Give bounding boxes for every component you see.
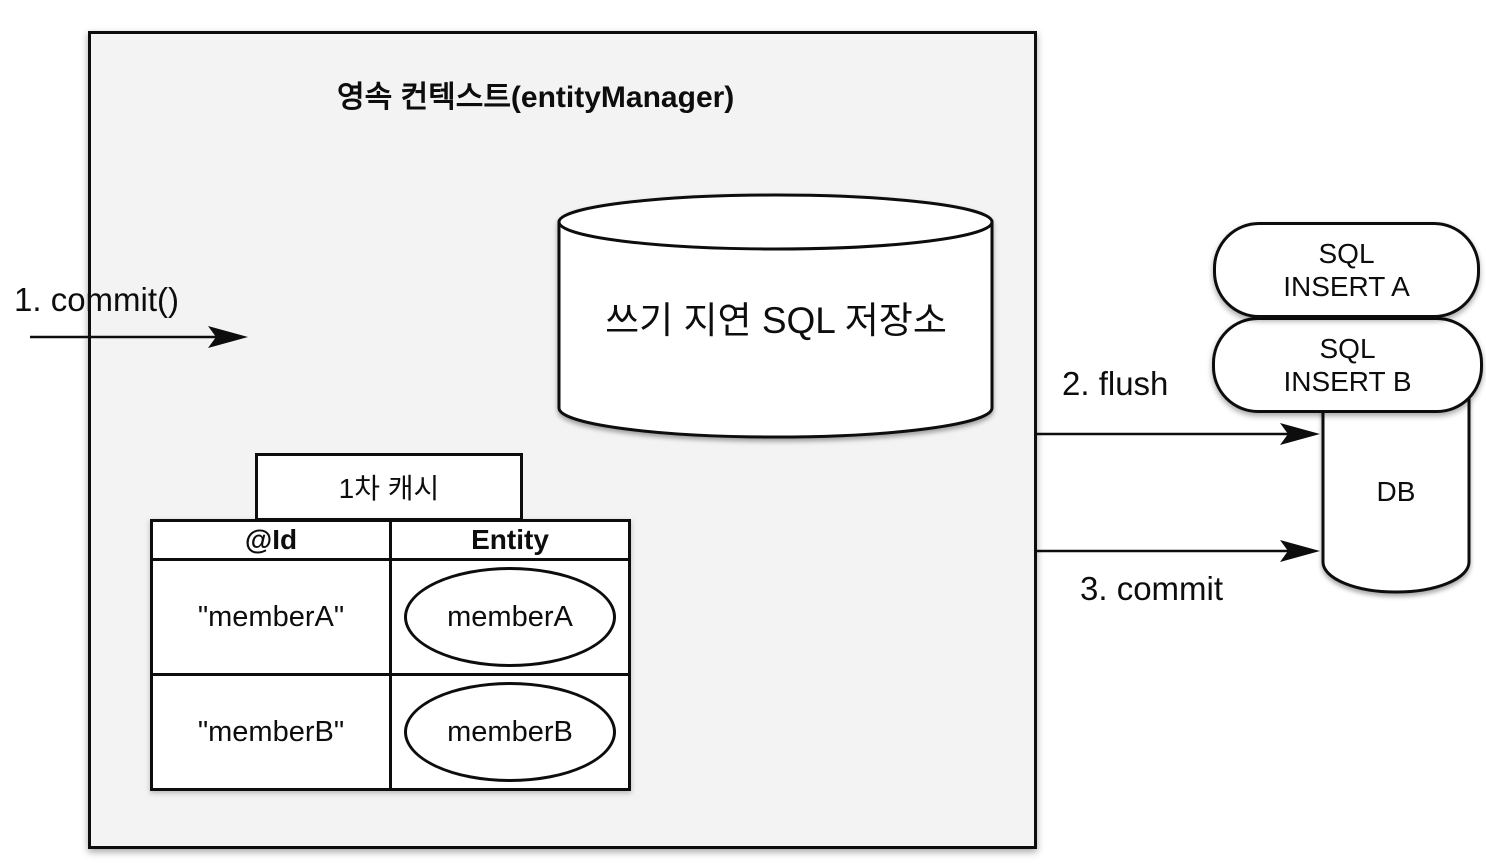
sql-insert-a-line2: INSERT A bbox=[1283, 271, 1410, 302]
flush-arrow bbox=[1037, 423, 1320, 445]
write-behind-store-cylinder bbox=[557, 193, 994, 439]
table-row: "memberA" memberA bbox=[150, 558, 631, 676]
first-level-cache-table: @Id Entity "memberA" memberA "memberB" m… bbox=[150, 519, 631, 791]
entity-cell: memberB bbox=[389, 673, 631, 791]
commit-in-label: 1. commit() bbox=[14, 281, 179, 318]
persistence-context-title: 영속 컨텍스트(entityManager) bbox=[337, 81, 735, 114]
entity-ellipse: memberA bbox=[404, 567, 616, 667]
entity-ellipse: memberB bbox=[404, 682, 616, 782]
first-level-cache-tab: 1차 캐시 bbox=[255, 453, 523, 521]
sql-insert-b-pill: SQL INSERT B bbox=[1212, 317, 1483, 413]
sql-insert-b-line2: INSERT B bbox=[1283, 366, 1412, 397]
sql-insert-a-pill: SQL INSERT A bbox=[1213, 222, 1480, 318]
entity-label: memberA bbox=[447, 600, 573, 633]
commit-out-label: 3. commit bbox=[1080, 570, 1224, 607]
commit-out-arrow bbox=[1037, 540, 1320, 562]
flush-label: 2. flush bbox=[1062, 365, 1169, 402]
col-header-entity: Entity bbox=[389, 519, 631, 561]
sql-insert-b-line1: SQL bbox=[1319, 333, 1376, 364]
sql-insert-a-line1: SQL bbox=[1318, 238, 1375, 269]
entity-cell: memberA bbox=[389, 558, 631, 676]
commit-in-arrow bbox=[30, 326, 248, 348]
id-cell: "memberA" bbox=[150, 558, 392, 676]
col-header-id: @Id bbox=[150, 519, 392, 561]
db-label: DB bbox=[1376, 476, 1416, 507]
id-cell: "memberB" bbox=[150, 673, 392, 791]
header-row: @Id Entity bbox=[150, 519, 631, 561]
entity-label: memberB bbox=[447, 715, 573, 748]
write-behind-store-label: 쓰기 지연 SQL 저장소 bbox=[605, 300, 947, 341]
first-level-cache-title: 1차 캐시 bbox=[338, 473, 440, 504]
table-row: "memberB" memberB bbox=[150, 673, 631, 791]
db-cylinder bbox=[1321, 398, 1471, 594]
